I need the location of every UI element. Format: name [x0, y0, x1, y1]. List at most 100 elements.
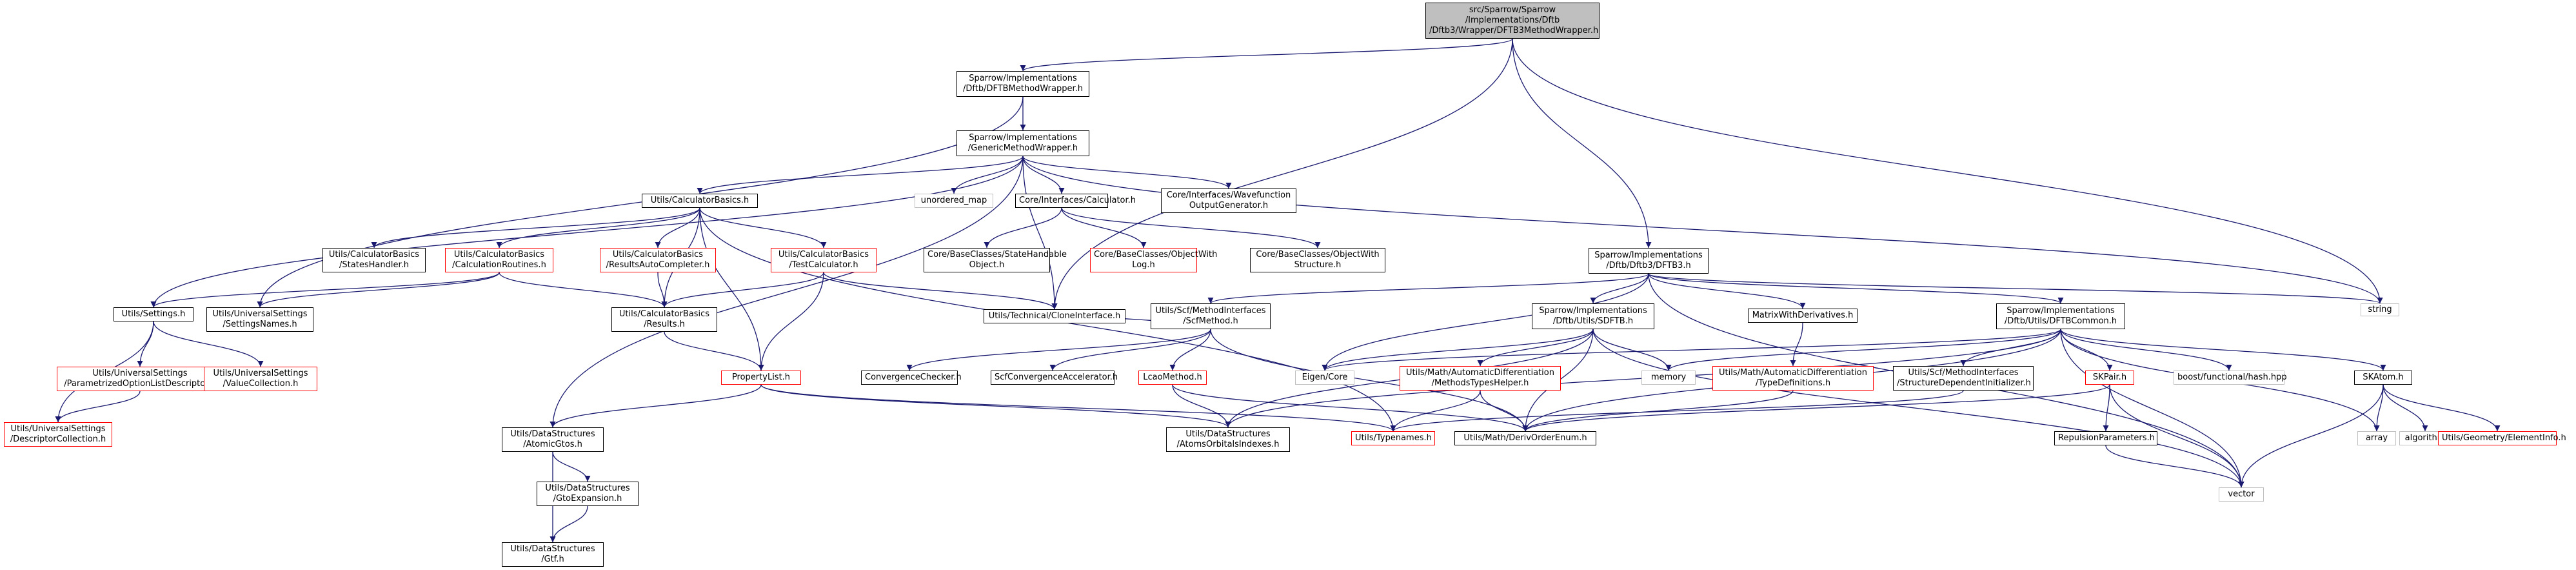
edge-typedefs-to-derivorder: [1522, 390, 1794, 432]
node-label-line: LcaoMethod.h: [1143, 372, 1202, 382]
node-scfconvergenceaccelerator-h[interactable]: ScfConvergenceAccelerator.h: [991, 371, 1118, 385]
node-label-line: Utils/CalculatorBasics.h: [650, 196, 749, 205]
node-sparrow-implementations-dftb-dftbmethodwrapper-h[interactable]: Sparrow/Implementations/Dftb/DFTBMethodW…: [956, 71, 1089, 97]
node-label-line: Utils/Settings.h: [121, 309, 186, 319]
node-sparrow-implementations-genericmethodwrapper-h[interactable]: Sparrow/Implementations/GenericMethodWra…: [956, 130, 1089, 156]
edge-calculator-to-objwithstruct: [1061, 207, 1321, 249]
node-label-line: /GenericMethodWrapper.h: [967, 143, 1078, 153]
edge-settings-to-valuecoll: [153, 321, 264, 367]
node-label-line: /StructureDependentInitializer.h: [1897, 378, 2031, 388]
edge-dftb3-to-string: [1648, 273, 2383, 304]
node-boost-functional-hash-hpp: boost/functional/hash.hpp: [2174, 371, 2287, 385]
node-label-line: /ValueCollection.h: [223, 379, 299, 389]
node-label-line: Utils/UniversalSettings: [92, 369, 188, 378]
node-label-line: unordered_map: [920, 196, 987, 205]
node-label-line: Utils/Scf/MethodInterfaces: [1155, 306, 1266, 316]
node-label-line: Core/BaseClasses/StateHandable: [927, 250, 1067, 260]
node-label-line: Utils/Technical/CloneInterface.h: [988, 311, 1121, 321]
node-label-line: Eigen/Core: [1302, 372, 1348, 382]
node-label-line: /AtomsOrbitalsIndexes.h: [1176, 440, 1280, 449]
node-lcaomethod-h[interactable]: LcaoMethod.h: [1138, 371, 1207, 385]
edge-results-to-proplist: [664, 331, 764, 371]
edge-scfmethod-to-lcao: [1169, 329, 1211, 371]
node-label-line: Utils/Math/AutomaticDifferentiation: [1718, 368, 1867, 378]
edge-calcbasics-to-stateshandler: [371, 207, 700, 249]
node-label-line: Utils/DataStructures: [1185, 429, 1271, 439]
node-propertylist-h[interactable]: PropertyList.h: [721, 371, 801, 385]
node-utils-settings-h[interactable]: Utils/Settings.h: [114, 307, 193, 321]
node-utils-calculatorbasics-testcalculator-h[interactable]: Utils/CalculatorBasics/TestCalculator.h: [771, 248, 877, 272]
edge-sdftb-to-vector: [1592, 329, 2244, 488]
node-utils-typenames-h[interactable]: Utils/Typenames.h: [1351, 431, 1435, 445]
edge-dftb3-to-dftbcommon: [1648, 273, 2064, 304]
edge-calcroutines-to-settingsnames: [257, 272, 500, 308]
node-label-line: Sparrow/Implementations: [1594, 250, 1703, 260]
node-label-line: Sparrow/Implementations: [1539, 306, 1647, 316]
node-utils-math-automaticdifferentiation-methodstypeshelper-h[interactable]: Utils/Math/AutomaticDifferentiation/Meth…: [1400, 366, 1561, 391]
node-repulsionparameters-h[interactable]: RepulsionParameters.h: [2054, 431, 2157, 445]
node-utils-math-automaticdifferentiation-typedefinitions-h[interactable]: Utils/Math/AutomaticDifferentiation/Type…: [1712, 366, 1874, 391]
node-utils-technical-cloneinterface-h[interactable]: Utils/Technical/CloneInterface.h: [984, 309, 1125, 323]
node-sparrow-implementations-dftb-dftb3-dftb3-h[interactable]: Sparrow/Implementations/Dftb/Dftb3/DFTB3…: [1589, 248, 1709, 274]
node-label-line: SKPair.h: [2092, 372, 2127, 382]
node-label-line: Utils/DataStructures: [510, 429, 595, 439]
node-label-line: Object.h: [969, 260, 1005, 270]
node-utils-datastructures-gtf-h[interactable]: Utils/DataStructures/Gtf.h: [502, 542, 604, 567]
edge-dftbcommon-to-eigen: [1322, 329, 2061, 371]
node-label-line: /StatesHandler.h: [339, 260, 409, 270]
node-utils-universalsettings-valuecollection-h[interactable]: Utils/UniversalSettings/ValueCollection.…: [204, 367, 317, 391]
node-skatom-h[interactable]: SKAtom.h: [2354, 371, 2412, 385]
node-sparrow-implementations-dftb-utils-dftbcommon-h[interactable]: Sparrow/Implementations/Dftb/Utils/DFTBC…: [1996, 303, 2125, 329]
node-utils-datastructures-atomicgtos-h[interactable]: Utils/DataStructures/AtomicGtos.h: [502, 427, 604, 452]
node-utils-calculatorbasics-calculationroutines-h[interactable]: Utils/CalculatorBasics/CalculationRoutin…: [445, 248, 553, 272]
node-label-line: Utils/CalculatorBasics: [778, 250, 869, 260]
node-utils-scf-methodinterfaces-structuredependentinitializer-h[interactable]: Utils/Scf/MethodInterfaces/StructureDepe…: [1893, 366, 2034, 391]
node-src-sparrow-sparrow-implementations-dftb-dftb3-wrapper-dftb3methodwrapper-h[interactable]: src/Sparrow/Sparrow/Implementations/Dftb…: [1425, 3, 1600, 39]
node-convergencechecker-h[interactable]: ConvergenceChecker.h: [861, 371, 962, 385]
node-string: string: [2361, 303, 2399, 316]
node-utils-calculatorbasics-stateshandler-h[interactable]: Utils/CalculatorBasics/StatesHandler.h: [322, 248, 426, 272]
node-utils-datastructures-atomsorbitalsindexes-h[interactable]: Utils/DataStructures/AtomsOrbitalsIndexe…: [1166, 427, 1290, 452]
node-label-line: Utils/DataStructures: [510, 544, 595, 554]
node-utils-math-derivorderenum-h[interactable]: Utils/Math/DerivOrderEnum.h: [1454, 431, 1596, 445]
node-skpair-h[interactable]: SKPair.h: [2085, 371, 2134, 385]
node-label-line: ScfConvergenceAccelerator.h: [995, 372, 1118, 382]
node-core-interfaces-calculator-h[interactable]: Core/Interfaces/Calculator.h: [1015, 194, 1136, 208]
edge-proplist-to-atomsorb: [760, 384, 1231, 428]
node-sparrow-implementations-dftb-utils-sdftb-h[interactable]: Sparrow/Implementations/Dftb/Utils/SDFTB…: [1532, 303, 1654, 329]
node-label-line: Sparrow/Implementations: [969, 133, 1077, 143]
node-utils-universalsettings-parametrizedoptionlistdescriptor-h[interactable]: Utils/UniversalSettings/ParametrizedOpti…: [57, 367, 223, 391]
edge-dftbcommon-to-hash: [2060, 329, 2232, 371]
edge-scfmethod-to-derivorder: [1210, 329, 1529, 432]
node-utils-geometry-elementinfo-h[interactable]: Utils/Geometry/ElementInfo.h: [2438, 431, 2566, 445]
node-utils-universalsettings-descriptorcollection-h[interactable]: Utils/UniversalSettings/DescriptorCollec…: [4, 422, 112, 447]
node-label-line: boost/functional/hash.hpp: [2177, 372, 2287, 382]
node-label-line: Utils/Typenames.h: [1355, 433, 1432, 443]
edge-structdep-to-typenames: [1390, 390, 1964, 432]
node-utils-calculatorbasics-h[interactable]: Utils/CalculatorBasics.h: [642, 194, 758, 208]
node-utils-calculatorbasics-resultsautocompleter-h[interactable]: Utils/CalculatorBasics/ResultsAutoComple…: [600, 248, 716, 272]
edge-matrixderiv-to-typedefs: [1790, 322, 1803, 367]
edge-root-to-string: [1512, 38, 2383, 304]
node-utils-universalsettings-settingsnames-h[interactable]: Utils/UniversalSettings/SettingsNames.h: [206, 307, 313, 332]
edge-methodstypes-to-typenames: [1390, 390, 1481, 432]
node-utils-datastructures-gtoexpansion-h[interactable]: Utils/DataStructures/GtoExpansion.h: [537, 482, 639, 506]
edge-calculator-to-statehandable: [984, 207, 1062, 249]
edge-skatom-to-elementinfo: [2383, 384, 2501, 432]
node-utils-scf-methodinterfaces-scfmethod-h[interactable]: Utils/Scf/MethodInterfaces/ScfMethod.h: [1151, 303, 1271, 329]
node-label-line: Utils/CalculatorBasics: [612, 250, 704, 260]
node-label-line: Sparrow/Implementations: [2006, 306, 2115, 316]
node-label-line: /Dftb/Utils/SDFTB.h: [1552, 316, 1634, 326]
node-label-line: src/Sparrow/Sparrow: [1469, 5, 1556, 15]
node-label-line: /Dftb/DFTBMethodWrapper.h: [963, 84, 1083, 94]
node-matrixwithderivatives-h[interactable]: MatrixWithDerivatives.h: [1748, 309, 1858, 323]
edge-lcao-to-atomsorb: [1172, 384, 1231, 428]
node-utils-calculatorbasics-results-h[interactable]: Utils/CalculatorBasics/Results.h: [611, 307, 717, 332]
edge-calcroutines-to-results: [499, 272, 668, 308]
